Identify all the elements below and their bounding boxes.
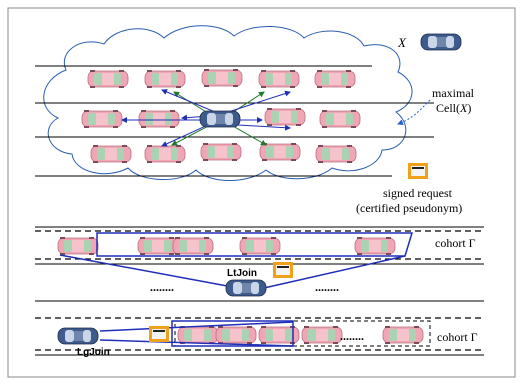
maximal-label: maximal (432, 86, 475, 100)
vehicle-x-label: X (397, 35, 407, 50)
ltjoin-link-left (59, 254, 239, 289)
lower-cohort-dashed-box (174, 320, 431, 347)
cohort-lower-label: cohort Γ (437, 330, 478, 344)
signed-request-icon (408, 163, 428, 179)
cohort-upper-label: cohort Γ (435, 236, 476, 250)
lower-cohort-vehicles (177, 325, 424, 345)
lgjoin-request-icon (149, 326, 169, 342)
upper-cohort-box (96, 232, 414, 257)
lane-dashes (35, 230, 484, 351)
lgjoin-link-top (99, 321, 294, 332)
vehicle-x-icon (420, 33, 462, 51)
ltjoin-link-right (263, 255, 406, 289)
upper-cohort-vehicles (57, 236, 396, 256)
center-vehicle-icon (199, 110, 241, 128)
lgjoin-label: LgJoin (77, 347, 110, 358)
signed-request-label: signed request (383, 186, 453, 200)
dots-lower: ........ (340, 329, 364, 343)
road-lines-upper (35, 65, 434, 177)
certified-pseudonym-label: (certified pseudonym) (356, 201, 462, 215)
maximal-cell-cloud (43, 25, 413, 181)
dots-right: ........ (315, 280, 339, 294)
outer-frame (7, 7, 516, 378)
maximal-cell-label: Cell(X) (436, 101, 471, 115)
dots-left: ........ (150, 280, 174, 294)
ltjoin-vehicle-icon (225, 279, 267, 297)
maximal-cell-pointer (397, 99, 431, 126)
lgjoin-link-bottom (99, 339, 294, 347)
ltjoin-label: LtJoin (227, 268, 257, 279)
ltjoin-request-icon (273, 262, 293, 278)
lgjoin-vehicle-icon (57, 327, 99, 345)
